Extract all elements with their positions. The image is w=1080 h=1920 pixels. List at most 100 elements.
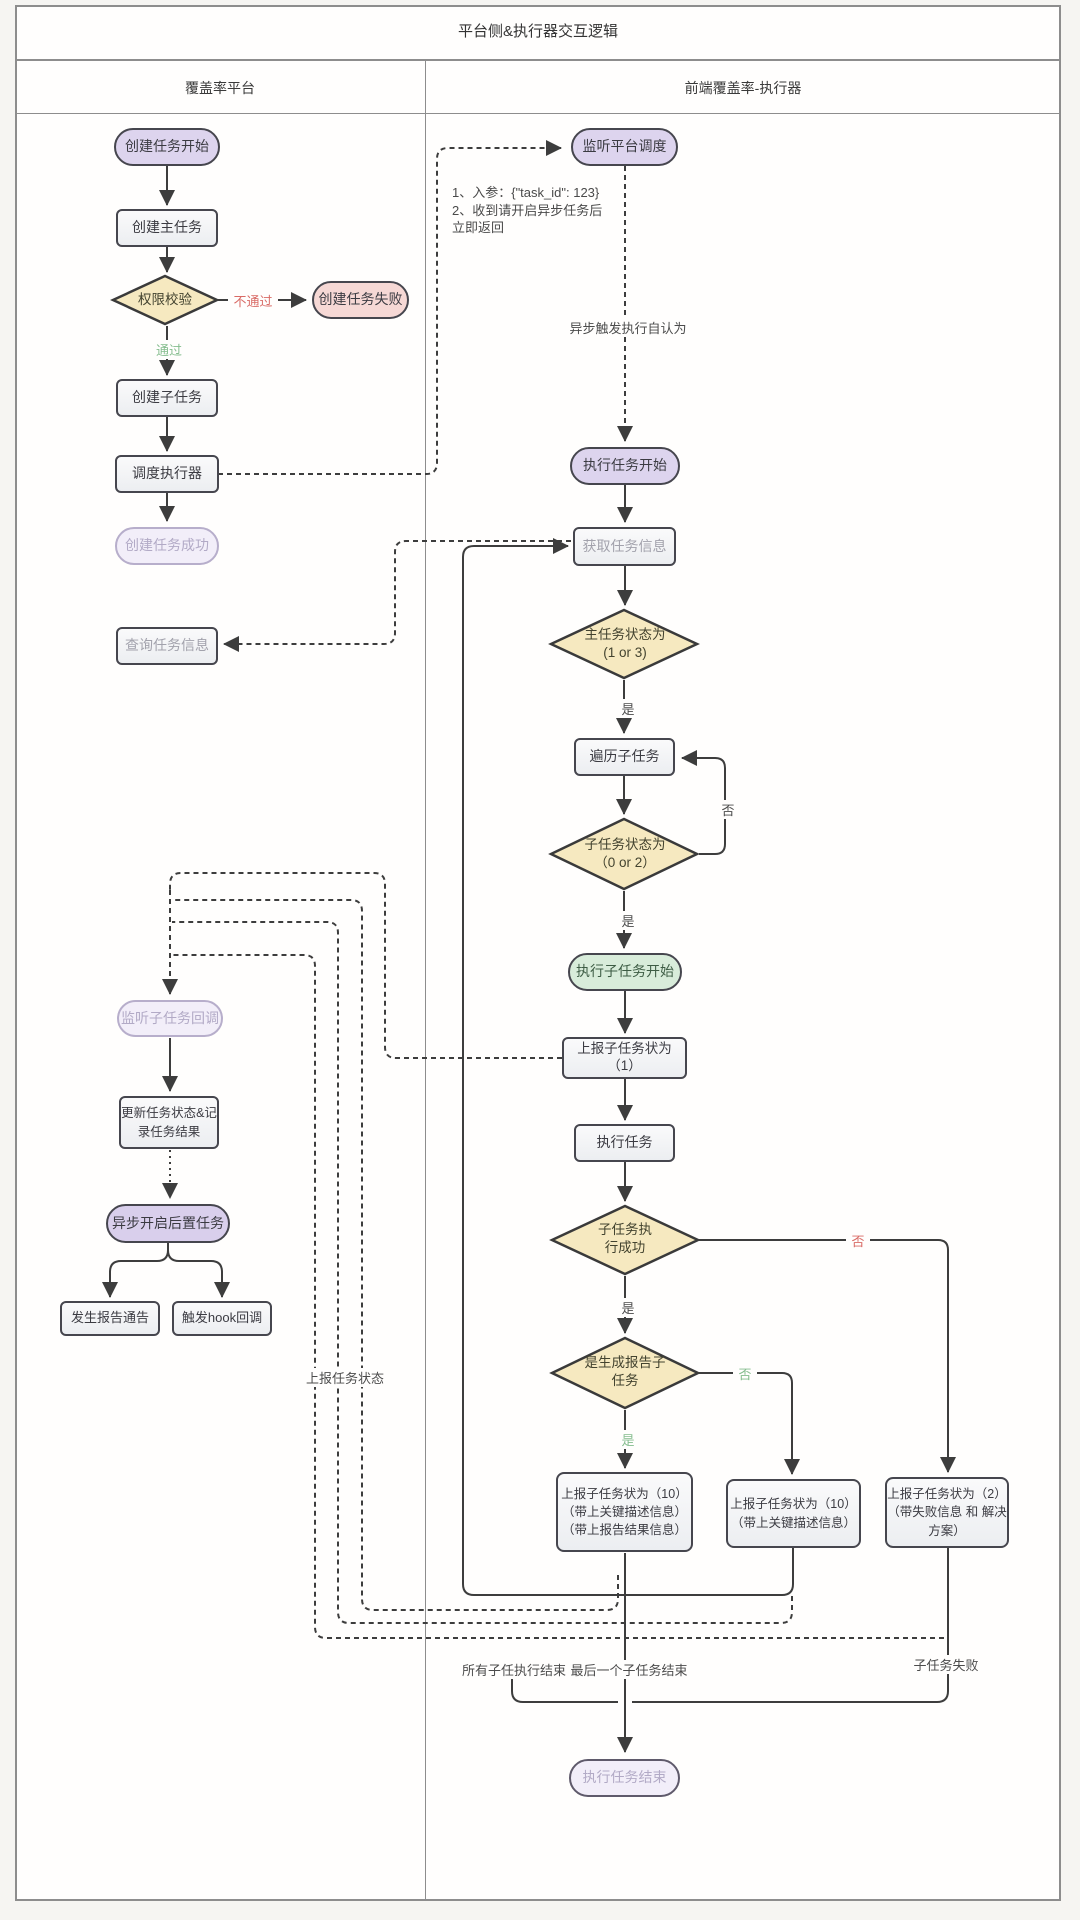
node-report-done-full-line2: （带上关键描述信息） [561, 1504, 687, 1519]
lane-header-platform: 覆盖率平台 [185, 80, 255, 96]
node-report-running: 上报子任务状为（1） [562, 1037, 687, 1079]
edge-loop-back-to-fetch [462, 538, 794, 1596]
node-query-info: 查询任务信息 [116, 627, 218, 665]
node-report-done-full-line3: （带上报告结果信息） [561, 1523, 687, 1538]
node-report-done-desc-line1: 上报子任务状为（10） [730, 1497, 857, 1512]
diamond-perm-check [110, 274, 220, 326]
diamond-gen-report [549, 1336, 701, 1410]
node-sub-success-label: 子任务执 行成功 [560, 1221, 690, 1257]
node-listen-callback: 监听子任务回调 [117, 1000, 223, 1037]
edge-merge-left [511, 1676, 618, 1703]
node-perm-check-label: 权限校验 [138, 292, 192, 307]
edge-label-yes-success: 是 [616, 1298, 640, 1317]
edge-label-sub-failed: 子任务失败 [908, 1655, 984, 1674]
node-report-notice-label: 发生报告通告 [70, 1310, 149, 1326]
diagram-title: 平台侧&执行器交互逻辑 [457, 23, 618, 40]
node-create-fail: 创建任务失败 [312, 281, 409, 319]
node-listen-callback-label: 监听子任务回调 [121, 1009, 219, 1026]
node-update-status-line2: 录任务结果 [137, 1124, 201, 1139]
node-exec-end: 执行任务结束 [569, 1759, 680, 1797]
node-create-start: 创建任务开始 [114, 128, 220, 166]
solid-edges [102, 166, 956, 1753]
node-create-ok-label: 创建任务成功 [125, 537, 209, 554]
edge-asyncpost-branch-left [102, 1243, 169, 1298]
note-line1: 1、入参：{"task_id": 123} [452, 185, 600, 200]
node-create-main-label: 创建主任务 [132, 219, 202, 236]
node-async-post-label: 异步开启后置任务 [112, 1214, 224, 1231]
node-report-running-label: 上报子任务状为（1） [577, 1041, 672, 1073]
node-report-done-desc: 上报子任务状为（10） （带上关键描述信息） [726, 1479, 861, 1548]
edge-label-no-iterate: 否 [716, 800, 740, 819]
edge-no-success [699, 1239, 956, 1473]
note-line3: 立即返回 [452, 220, 505, 236]
edge-label-async-trigger: 异步触发执行自认为 [558, 318, 698, 337]
node-fetch-info-label: 获取任务信息 [582, 537, 667, 554]
node-create-sub: 创建子任务 [116, 379, 218, 417]
node-exec-sub-start: 执行子任务开始 [568, 953, 682, 991]
node-iterate-sub-label: 遍历子任务 [589, 748, 660, 765]
edge-label-yes-report: 是 [616, 1430, 640, 1449]
edge-label-yes-main: 是 [616, 699, 640, 718]
node-async-post: 异步开启后置任务 [106, 1204, 230, 1243]
node-report-done-desc-line2: （带上关键描述信息） [730, 1515, 856, 1530]
edge-label-no-report: 否 [733, 1364, 757, 1383]
node-exec-start: 执行任务开始 [570, 447, 680, 485]
node-query-info-label: 查询任务信息 [125, 637, 209, 654]
edge-callback-box3 [172, 954, 944, 1639]
node-create-fail-label: 创建任务失败 [318, 291, 403, 308]
node-create-start-label: 创建任务开始 [125, 138, 209, 155]
node-exec-task-label: 执行任务 [596, 1134, 653, 1151]
edge-no-genreport [699, 1372, 800, 1475]
node-iterate-sub: 遍历子任务 [574, 738, 675, 776]
node-exec-end-label: 执行任务结束 [582, 1769, 667, 1786]
node-hook-callback-label: 触发hook回调 [181, 1310, 263, 1326]
node-listen-sched-label: 监听平台调度 [582, 138, 667, 155]
node-create-ok: 创建任务成功 [115, 527, 219, 565]
decision-diamonds [110, 274, 701, 1410]
edge-label-no-success: 否 [846, 1231, 870, 1250]
node-sub-status-line1: 子任务状态为 [584, 837, 666, 852]
node-update-status: 更新任务状态&记 录任务结果 [119, 1096, 219, 1149]
edge-fetch-to-queryinfo [223, 540, 571, 652]
node-report-fail-line3: 方案） [928, 1523, 966, 1538]
node-hook-callback: 触发hook回调 [172, 1301, 272, 1336]
node-sub-success-line2: 行成功 [604, 1240, 646, 1256]
edge-label-no-pass: 不通过 [228, 291, 278, 310]
node-gen-report-line2: 任务 [611, 1373, 639, 1389]
edge-dispatch-to-listensched [218, 140, 562, 475]
node-gen-report-label: 是生成报告子 任务 [555, 1354, 695, 1390]
node-exec-task: 执行任务 [574, 1124, 675, 1162]
node-main-status-line2: (1 or 3) [603, 645, 647, 661]
node-dispatch-label: 调度执行器 [132, 465, 202, 482]
edge-callback-box2 [172, 921, 793, 1624]
node-report-fail-line2: （带失败信息 和 解决 [887, 1505, 1007, 1520]
edge-label-report-status: 上报任务状态 [302, 1368, 388, 1387]
title-separator [15, 59, 1061, 61]
node-listen-sched: 监听平台调度 [571, 128, 678, 166]
node-main-status-label: 主任务状态为 (1 or 3) [560, 626, 690, 662]
node-create-main: 创建主任务 [116, 209, 218, 247]
node-report-done-full-line1: 上报子任务状为（10） [561, 1486, 688, 1501]
diagram-frame [15, 5, 1061, 1901]
edge-label-last-done: 最后一个子任务结束 [566, 1660, 692, 1679]
node-report-fail-line1: 上报子任务状为（2） [887, 1487, 1007, 1502]
node-exec-sub-start-label: 执行子任务开始 [576, 963, 674, 980]
node-create-sub-label: 创建子任务 [132, 389, 202, 406]
edge-callback-box1 [172, 899, 619, 1611]
node-dispatch: 调度执行器 [115, 455, 219, 493]
diamond-sub-status [548, 817, 700, 891]
header-separator [15, 113, 1061, 114]
note-block: 1、入参：{"task_id": 123} 2、收到请开启异步任务后 立即返回 [452, 184, 622, 237]
edge-merge-right [632, 1548, 949, 1703]
node-update-status-line1: 更新任务状态&记 [121, 1106, 217, 1121]
diamond-main-status [548, 608, 700, 680]
edge-label-yes-sub: 是 [616, 911, 640, 930]
node-report-notice: 发生报告通告 [60, 1301, 160, 1336]
node-report-done-full: 上报子任务状为（10） （带上关键描述信息） （带上报告结果信息） [556, 1472, 693, 1552]
node-report-fail: 上报子任务状为（2） （带失败信息 和 解决 方案） [885, 1477, 1009, 1548]
node-gen-report-line1: 是生成报告子 [584, 1355, 666, 1370]
lane-divider [425, 59, 426, 1899]
node-fetch-info: 获取任务信息 [573, 527, 676, 566]
